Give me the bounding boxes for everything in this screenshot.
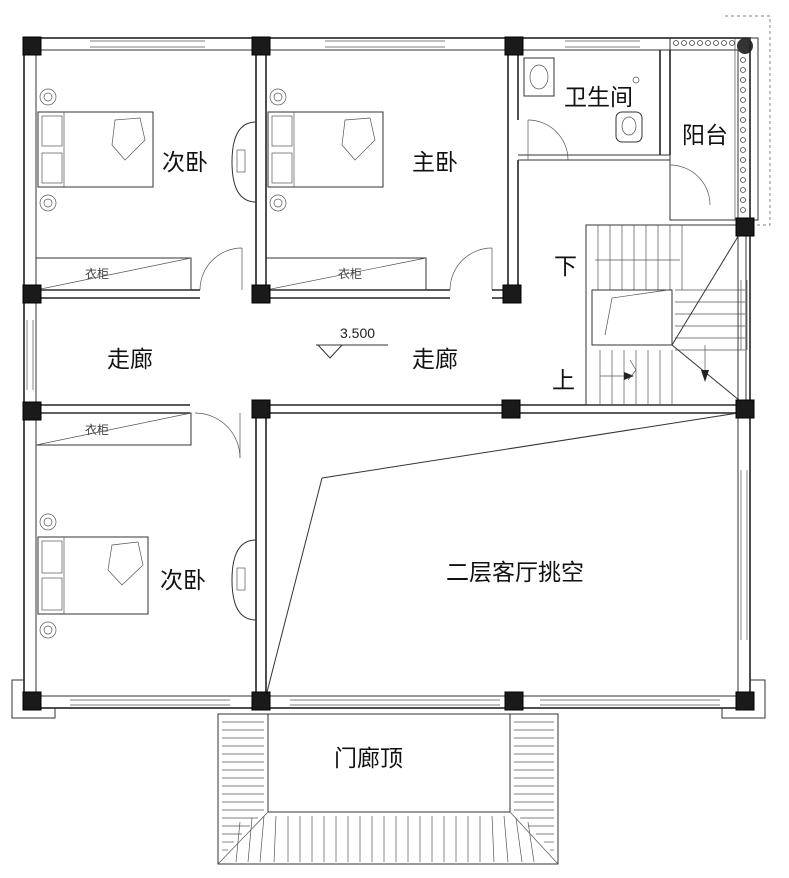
room-label-living-void: 二层客厅挑空: [446, 560, 584, 586]
column: [504, 691, 524, 711]
wardrobe-label: 衣柜: [338, 266, 362, 281]
exterior-wall-inner: [35, 49, 739, 697]
room-label-bathroom: 卫生间: [564, 85, 633, 111]
bottom-right-bump: [721, 679, 766, 719]
column: [504, 36, 524, 56]
column: [22, 36, 42, 56]
elevation-value: 3.500: [340, 325, 375, 341]
balcony-railing-dots: [673, 40, 746, 213]
bottom-left-bump: [11, 679, 56, 719]
balcony-dashed-outline: [725, 15, 771, 226]
tv-stand-bottom-icon: [231, 539, 257, 621]
living-void-outline: [265, 412, 739, 697]
column: [251, 691, 271, 711]
structural-columns: [22, 36, 755, 711]
elevation-marker: 3.500: [316, 325, 388, 359]
column: [735, 691, 755, 711]
room-label-bedroom-bottom-left: 次卧: [160, 568, 206, 594]
sink-icon: [523, 57, 555, 97]
wardrobe-label: 衣柜: [85, 266, 109, 281]
tv-stand-top-icon: [231, 121, 257, 203]
column: [22, 401, 42, 421]
floor-drain-icon: [632, 76, 640, 84]
column: [251, 284, 271, 304]
exterior-wall-outer: [23, 37, 751, 709]
room-label-porch-roof: 门廊顶: [334, 746, 403, 772]
bottom-windows: [70, 699, 720, 706]
column: [735, 399, 755, 419]
bed-top-left-icon: [37, 88, 154, 212]
room-label-corridor-center: 走廊: [412, 347, 458, 373]
wardrobe-top-left: 衣柜: [35, 257, 192, 291]
stair-down-label: 下: [554, 254, 577, 280]
staircase: [585, 224, 747, 406]
bed-bottom-left-icon: [37, 513, 149, 639]
room-label-corridor-left: 走廊: [107, 347, 153, 373]
column: [501, 399, 521, 419]
column: [22, 284, 42, 304]
downpipe-icon: [737, 38, 753, 54]
column: [251, 399, 271, 419]
room-label-balcony: 阳台: [682, 123, 728, 149]
stair-up-label: 上: [552, 368, 575, 394]
column: [22, 691, 42, 711]
column: [502, 284, 522, 304]
wardrobe-bottom-left: 衣柜: [35, 412, 192, 446]
room-label-master-bedroom: 主卧: [412, 150, 458, 176]
porch-roof: [217, 713, 559, 865]
wardrobe-master: 衣柜: [265, 257, 427, 291]
bed-master-icon: [267, 88, 384, 212]
column: [251, 36, 271, 56]
top-windows: [90, 40, 640, 48]
wardrobe-label: 衣柜: [85, 422, 109, 437]
left-corridor-window: [26, 320, 34, 390]
toilet-icon: [615, 111, 643, 143]
column: [735, 217, 755, 237]
room-label-bedroom-top-left: 次卧: [162, 150, 208, 176]
